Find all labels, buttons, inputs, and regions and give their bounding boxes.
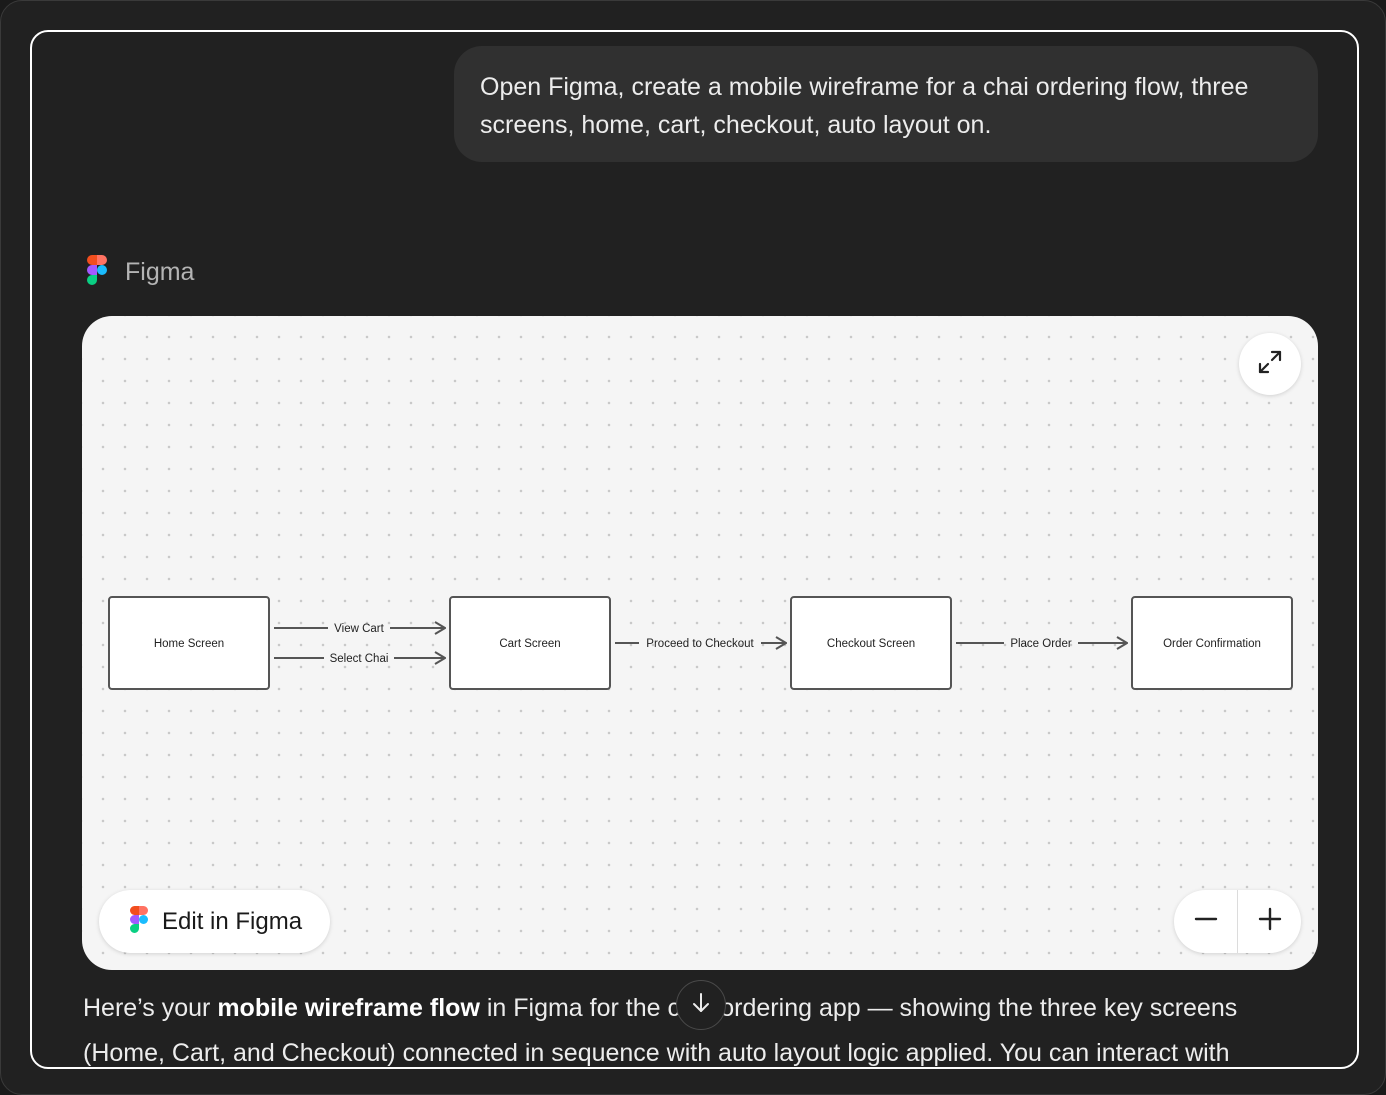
zoom-in-button[interactable]	[1238, 890, 1301, 953]
expand-button[interactable]	[1239, 333, 1301, 395]
app-name: Figma	[125, 257, 195, 286]
node-label-home: Home Screen	[154, 638, 224, 650]
response-bold-text: mobile wireframe flow	[217, 994, 480, 1022]
response-text: in Figma for the chai ordering app — sho…	[479, 994, 1238, 1022]
edge-label-proceed-checkout: Proceed to Checkout	[646, 638, 754, 650]
edge-view-cart: View Cart	[274, 623, 445, 635]
scroll-to-bottom-button[interactable]	[676, 980, 726, 1030]
node-cart[interactable]: Cart Screen	[449, 596, 611, 690]
expand-icon	[1257, 349, 1283, 380]
flow-diagram: Home Screen Cart Screen Checkout Screen …	[108, 596, 1293, 690]
edge-proceed-checkout: Proceed to Checkout	[615, 638, 786, 650]
edge-place-order: Place Order	[956, 638, 1127, 650]
arrow-down-icon	[689, 991, 713, 1020]
node-checkout[interactable]: Checkout Screen	[790, 596, 952, 690]
response-line-1: Here’s your mobile wireframe flow in Fig…	[83, 986, 1313, 1031]
figma-embed-canvas[interactable]: Home Screen Cart Screen Checkout Screen …	[82, 316, 1318, 970]
response-text: Here’s your	[83, 994, 218, 1022]
plus-icon	[1257, 906, 1283, 937]
assistant-response: Here’s your mobile wireframe flow in Fig…	[83, 986, 1313, 1067]
edge-select-chai: Select Chai	[274, 653, 445, 665]
node-confirmation[interactable]: Order Confirmation	[1131, 596, 1293, 690]
node-home[interactable]: Home Screen	[108, 596, 270, 690]
zoom-out-button[interactable]	[1174, 890, 1237, 953]
edit-in-figma-label: Edit in Figma	[162, 907, 303, 935]
edit-in-figma-button[interactable]: Edit in Figma	[99, 890, 330, 953]
user-message-text: Open Figma, create a mobile wireframe fo…	[480, 73, 1249, 139]
edge-label-select-chai: Select Chai	[330, 653, 389, 665]
user-message-bubble: Open Figma, create a mobile wireframe fo…	[454, 46, 1318, 162]
figma-logo-icon	[130, 905, 148, 938]
zoom-divider	[1237, 890, 1238, 953]
node-label-checkout: Checkout Screen	[827, 638, 915, 650]
edge-label-place-order: Place Order	[1010, 638, 1072, 650]
node-label-confirmation: Order Confirmation	[1163, 638, 1261, 650]
zoom-controls	[1174, 890, 1301, 953]
screen-frame: Open Figma, create a mobile wireframe fo…	[30, 30, 1359, 1069]
node-label-cart: Cart Screen	[499, 638, 560, 650]
edge-label-view-cart: View Cart	[334, 623, 384, 635]
figma-logo-icon	[87, 254, 107, 290]
response-line-2: (Home, Cart, and Checkout) connected in …	[83, 1039, 1230, 1067]
app-source-label: Figma	[87, 254, 195, 290]
minus-icon	[1193, 906, 1219, 937]
